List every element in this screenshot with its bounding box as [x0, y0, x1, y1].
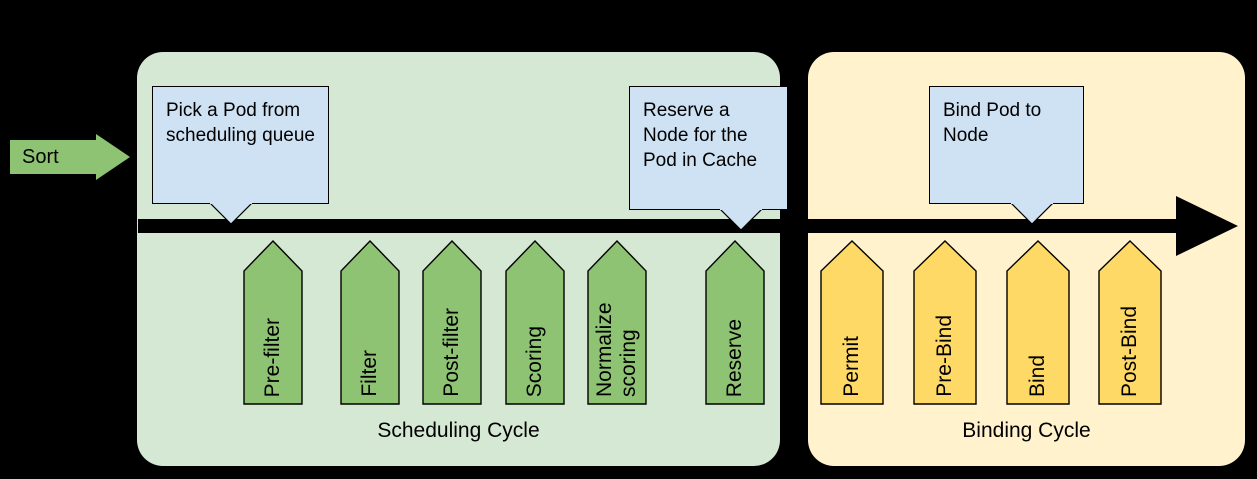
panel-label-binding-cycle: Binding Cycle	[962, 419, 1091, 442]
stage-label: Scoring	[523, 325, 546, 397]
callout-tail-icon	[210, 203, 252, 225]
arrow-shape	[422, 240, 482, 405]
stage-label: Normalize scoring	[593, 302, 640, 397]
timeline-bar-scheduling	[138, 219, 781, 233]
panel-label-scheduling-cycle: Scheduling Cycle	[377, 419, 540, 442]
arrow-shape	[705, 240, 765, 405]
arrow-shape	[505, 240, 565, 405]
stage-arrow-post-bind[interactable]: Post-Bind	[1098, 240, 1162, 405]
callout-text: Reserve a Node for the Pod in Cache	[643, 100, 758, 171]
stage-label: Post-filter	[440, 308, 463, 397]
arrow-label-wrap: Post-Bind	[1098, 262, 1162, 397]
stage-arrow-filter[interactable]: Filter	[340, 240, 400, 405]
stage-arrow-normalize-scoring[interactable]: Normalize scoring	[587, 240, 647, 405]
timeline-arrowhead-icon	[1176, 196, 1238, 256]
stage-arrow-reserve[interactable]: Reserve	[705, 240, 765, 405]
timeline-bar-binding	[808, 219, 1180, 233]
stage-arrow-permit[interactable]: Permit	[820, 240, 884, 405]
arrow-label-wrap: Scoring	[505, 262, 565, 397]
stage-label: Pre-filter	[261, 317, 284, 397]
arrow-label-wrap: Normalize scoring	[587, 262, 647, 397]
stage-arrow-bind[interactable]: Bind	[1006, 240, 1070, 405]
sort-label: Sort	[22, 146, 59, 168]
arrow-label-wrap: Pre-Bind	[913, 262, 977, 397]
callout-tail-icon	[720, 209, 762, 231]
arrow-shape	[243, 240, 303, 405]
stage-arrow-post-filter[interactable]: Post-filter	[422, 240, 482, 405]
stage-arrow-pre-filter[interactable]: Pre-filter	[243, 240, 303, 405]
callout-tail-icon	[1011, 203, 1053, 225]
sort-stage-arrow[interactable]: Sort	[10, 134, 130, 180]
callout-bind-pod: Bind Pod to Node	[929, 86, 1084, 225]
arrow-label-wrap: Filter	[340, 262, 400, 397]
stage-label: Filter	[358, 350, 381, 397]
arrow-label-wrap: Reserve	[705, 262, 765, 397]
callout-reserve-node: Reserve a Node for the Pod in Cache	[629, 86, 788, 231]
arrow-shape	[340, 240, 400, 405]
arrow-label-wrap: Pre-filter	[243, 262, 303, 397]
stage-label: Pre-Bind	[933, 315, 956, 397]
arrow-label-wrap: Permit	[820, 262, 884, 397]
arrow-shape	[913, 240, 977, 405]
arrow-shape	[1098, 240, 1162, 405]
callout-pick-pod: Pick a Pod from scheduling queue	[152, 86, 329, 225]
stage-arrow-pre-bind[interactable]: Pre-Bind	[913, 240, 977, 405]
stage-label: Bind	[1026, 354, 1049, 397]
arrow-shape	[587, 240, 647, 405]
arrow-shape	[820, 240, 884, 405]
arrow-label-wrap: Post-filter	[422, 262, 482, 397]
stage-arrow-scoring[interactable]: Scoring	[505, 240, 565, 405]
arrow-label-wrap: Bind	[1006, 262, 1070, 397]
stage-label: Post-Bind	[1118, 305, 1141, 397]
arrow-shape	[1006, 240, 1070, 405]
stage-label: Reserve	[723, 318, 746, 397]
callout-text: Bind Pod to Node	[943, 100, 1042, 146]
callout-text: Pick a Pod from scheduling queue	[166, 100, 315, 146]
stage-label: Permit	[840, 336, 863, 397]
